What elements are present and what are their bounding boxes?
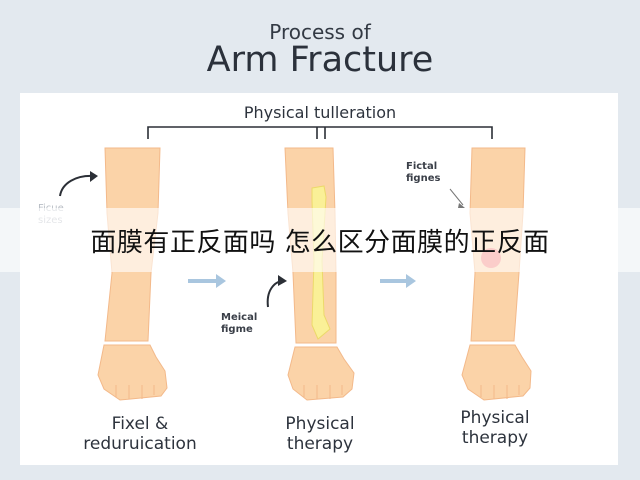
header: Process of Arm Fracture xyxy=(0,0,640,92)
diagram-panel: Physical tulleration Ficue sizes Meical … xyxy=(20,93,618,465)
arm-3 xyxy=(461,147,532,401)
step-3-caption-line-1: Physical xyxy=(460,408,530,428)
arrowhead-fictal xyxy=(458,203,465,208)
title-line-1: Process of xyxy=(269,20,371,44)
arm-1-hand xyxy=(97,344,168,401)
arm-2 xyxy=(284,147,355,401)
arm-3-finger-lines xyxy=(480,385,520,399)
step-3-caption: Physical therapy xyxy=(420,408,570,448)
section-bracket xyxy=(147,126,493,139)
arm-1-finger-lines xyxy=(115,385,155,399)
step-1-caption-line-1: Fixel & xyxy=(111,414,169,434)
overlay-caption: 面膜有正反面吗 怎么区分面膜的正反面 xyxy=(90,228,550,258)
title-line-2: Arm Fracture xyxy=(206,40,434,80)
step-2-caption-line-1: Physical xyxy=(285,414,355,434)
overlay-banner xyxy=(0,208,640,272)
step-2-caption: Physical therapy xyxy=(245,414,395,454)
annotation-arrow-ficue xyxy=(59,174,95,197)
annotation-fictal: Fictal fignes xyxy=(406,161,441,184)
step-2-caption-line-2: therapy xyxy=(286,434,354,454)
step-arrow-1 xyxy=(188,274,226,288)
arm-2-finger-lines xyxy=(303,385,343,399)
arm-1 xyxy=(97,147,168,401)
step-arrow-2 xyxy=(380,274,416,288)
annotation-arrow-meical xyxy=(266,280,285,308)
annotation-arrow-fictal xyxy=(449,188,464,206)
arm-2-hand xyxy=(287,346,355,401)
step-1-caption: Fixel & reduruication xyxy=(65,414,215,454)
step-3-caption-line-2: therapy xyxy=(461,428,529,448)
arrowhead-ficue xyxy=(90,171,98,182)
arm-3-hand xyxy=(461,344,532,401)
section-title: Physical tulleration xyxy=(243,103,397,122)
step-1-caption-line-2: reduruication xyxy=(83,434,197,454)
annotation-meical: Meical figme xyxy=(221,312,258,335)
arrowhead-meical xyxy=(278,275,287,286)
